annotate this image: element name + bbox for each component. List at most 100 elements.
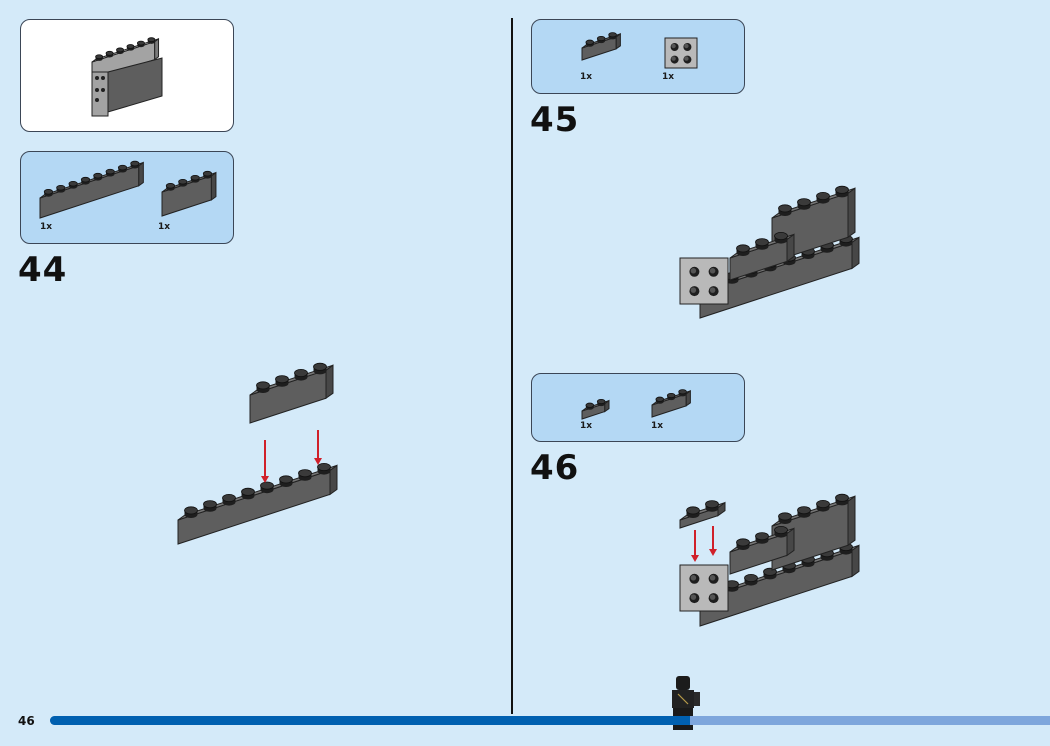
- stud-side: [705, 504, 719, 509]
- stud-side: [820, 553, 834, 558]
- stud-side: [725, 276, 739, 281]
- step-44-parts-box: 1x 1x: [20, 151, 234, 244]
- stud: [317, 467, 331, 475]
- brick-side-face: [851, 544, 860, 578]
- brick-top-face: [771, 495, 856, 527]
- stud-side: [294, 373, 308, 377]
- side-stud: [689, 593, 700, 604]
- stud-top: [820, 241, 834, 250]
- stud: [686, 510, 700, 518]
- stud-side: [298, 473, 312, 478]
- side-stud: [708, 266, 719, 277]
- brick-side-face: [325, 364, 334, 400]
- side-stud-top: [690, 268, 697, 274]
- side-stud: [708, 573, 719, 584]
- stud: [705, 504, 719, 512]
- stud-top: [797, 506, 811, 515]
- stud: [782, 258, 796, 266]
- brick-side-face: [329, 464, 338, 496]
- minifig-detail: [677, 693, 689, 705]
- stud-top: [755, 532, 769, 541]
- stud: [744, 578, 758, 586]
- step-45-parts-box: 1x 1x: [531, 19, 745, 94]
- stud-side: [203, 504, 217, 509]
- stud-side: [275, 379, 289, 384]
- stud: [820, 245, 834, 253]
- previous-step-subassembly-box: [20, 19, 234, 132]
- side-stud-top: [709, 268, 716, 274]
- stud-side: [706, 282, 720, 287]
- stud: [736, 542, 750, 551]
- stud-top: [725, 272, 739, 281]
- stud-side: [686, 510, 700, 515]
- stud-top: [755, 238, 769, 247]
- stud: [313, 367, 327, 375]
- stud: [778, 516, 792, 525]
- stud: [797, 202, 811, 210]
- stud: [184, 510, 198, 518]
- part-qty: 1x: [580, 421, 593, 431]
- stud: [298, 473, 312, 481]
- stud-side: [839, 239, 853, 243]
- part-qty: 1x: [662, 72, 675, 82]
- brick-front-face: [679, 506, 719, 529]
- stud-top: [705, 500, 719, 509]
- part-qty: 1x: [40, 222, 53, 232]
- stud-top: [317, 462, 331, 471]
- part-qty: 1x: [158, 222, 171, 232]
- side-stud: [708, 593, 719, 604]
- stud-top: [816, 499, 830, 508]
- progress-bar: [50, 716, 1050, 725]
- brick-2x2-side-studs: [679, 257, 729, 305]
- stud-top: [782, 561, 796, 570]
- stud-top: [778, 512, 792, 521]
- stud-side: [816, 196, 830, 200]
- stud-side: [763, 263, 777, 268]
- stud-side: [839, 547, 853, 551]
- stud-side: [755, 242, 769, 247]
- stud: [744, 270, 758, 278]
- stud-top: [782, 253, 796, 262]
- side-stud-top: [690, 287, 697, 293]
- stud-top: [203, 500, 217, 509]
- stud-top: [801, 555, 815, 564]
- stud: [256, 385, 270, 393]
- brick-top-face: [679, 502, 726, 521]
- stud-top: [744, 574, 758, 583]
- stud: [801, 251, 815, 259]
- side-stud: [708, 286, 719, 297]
- stud: [736, 248, 750, 256]
- brick-front-face: [729, 238, 788, 281]
- stud-top: [706, 586, 720, 595]
- stud-top: [241, 487, 255, 496]
- stud-side: [317, 467, 331, 471]
- stud: [279, 479, 293, 487]
- stud: [725, 276, 739, 284]
- side-stud-top: [709, 287, 716, 293]
- stud-side: [241, 491, 255, 496]
- stud-side: [835, 189, 849, 194]
- stud-top: [835, 493, 849, 502]
- stud-top: [184, 506, 198, 515]
- stud-top: [222, 493, 236, 502]
- brick-front-face: [771, 192, 849, 263]
- arrow-head: [261, 476, 269, 483]
- stud-top: [275, 375, 289, 384]
- side-stud: [689, 573, 700, 584]
- side-stud: [689, 286, 700, 297]
- brick-top-face: [771, 187, 856, 219]
- stud: [778, 208, 792, 216]
- stud-top: [763, 259, 777, 268]
- stud-side: [222, 498, 236, 502]
- brick-side-face: [847, 187, 856, 239]
- stud-top: [260, 481, 274, 490]
- stud-side: [774, 236, 788, 240]
- stud: [706, 282, 720, 290]
- part-qty: 1x: [651, 421, 664, 431]
- stud-side: [736, 248, 750, 253]
- stud-side: [763, 571, 777, 576]
- stud: [763, 264, 777, 272]
- brick-2x2-side-studs: [679, 564, 729, 612]
- stud-side: [313, 366, 327, 371]
- brick-front-face: [699, 241, 853, 319]
